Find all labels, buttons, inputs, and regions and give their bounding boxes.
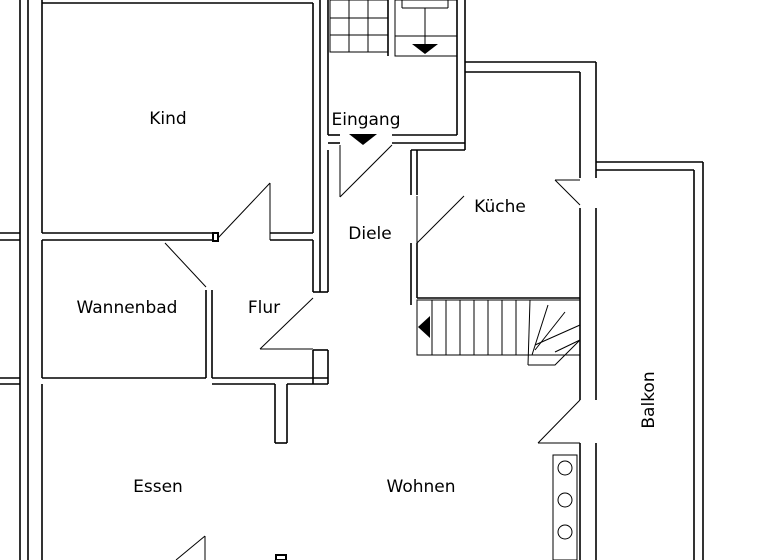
door-diele-kueche	[416, 195, 465, 244]
room-label-wannenbad: Wannenbad	[77, 298, 178, 318]
left-exterior-wall	[0, 0, 29, 560]
door-kueche-balkon	[554, 179, 581, 206]
stair-direction-arrow-icon	[418, 316, 430, 338]
room-label-kueche: Küche	[474, 197, 526, 217]
wannenbad-walls	[41, 240, 213, 379]
top-staircase-right	[387, 0, 466, 57]
room-label-essen: Essen	[133, 477, 183, 497]
essen-walls	[41, 384, 288, 560]
entrance-arrow-icon	[349, 134, 377, 145]
eingang-walls	[327, 0, 466, 150]
kind-room-walls	[41, 0, 321, 242]
door-eingang-diele	[339, 144, 393, 198]
top-staircase-left	[329, 0, 389, 53]
room-label-balkon: Balkon	[639, 371, 659, 428]
balkon-outline	[596, 161, 704, 560]
stair-down-arrow-icon	[412, 44, 438, 54]
wohnen-right-wall	[537, 298, 597, 560]
room-label-diele: Diele	[348, 224, 391, 244]
room-label-wohnen: Wohnen	[387, 477, 456, 497]
room-label-kind: Kind	[149, 109, 186, 129]
interior-staircase	[416, 299, 581, 366]
room-label-flur: Flur	[248, 298, 280, 318]
door-kind-flur	[217, 182, 271, 240]
stove-icon	[552, 454, 578, 560]
kueche-walls	[410, 61, 597, 305]
flur-walls	[212, 150, 329, 385]
room-label-eingang: Eingang	[331, 110, 400, 130]
door-flur-wohnen	[259, 297, 314, 350]
